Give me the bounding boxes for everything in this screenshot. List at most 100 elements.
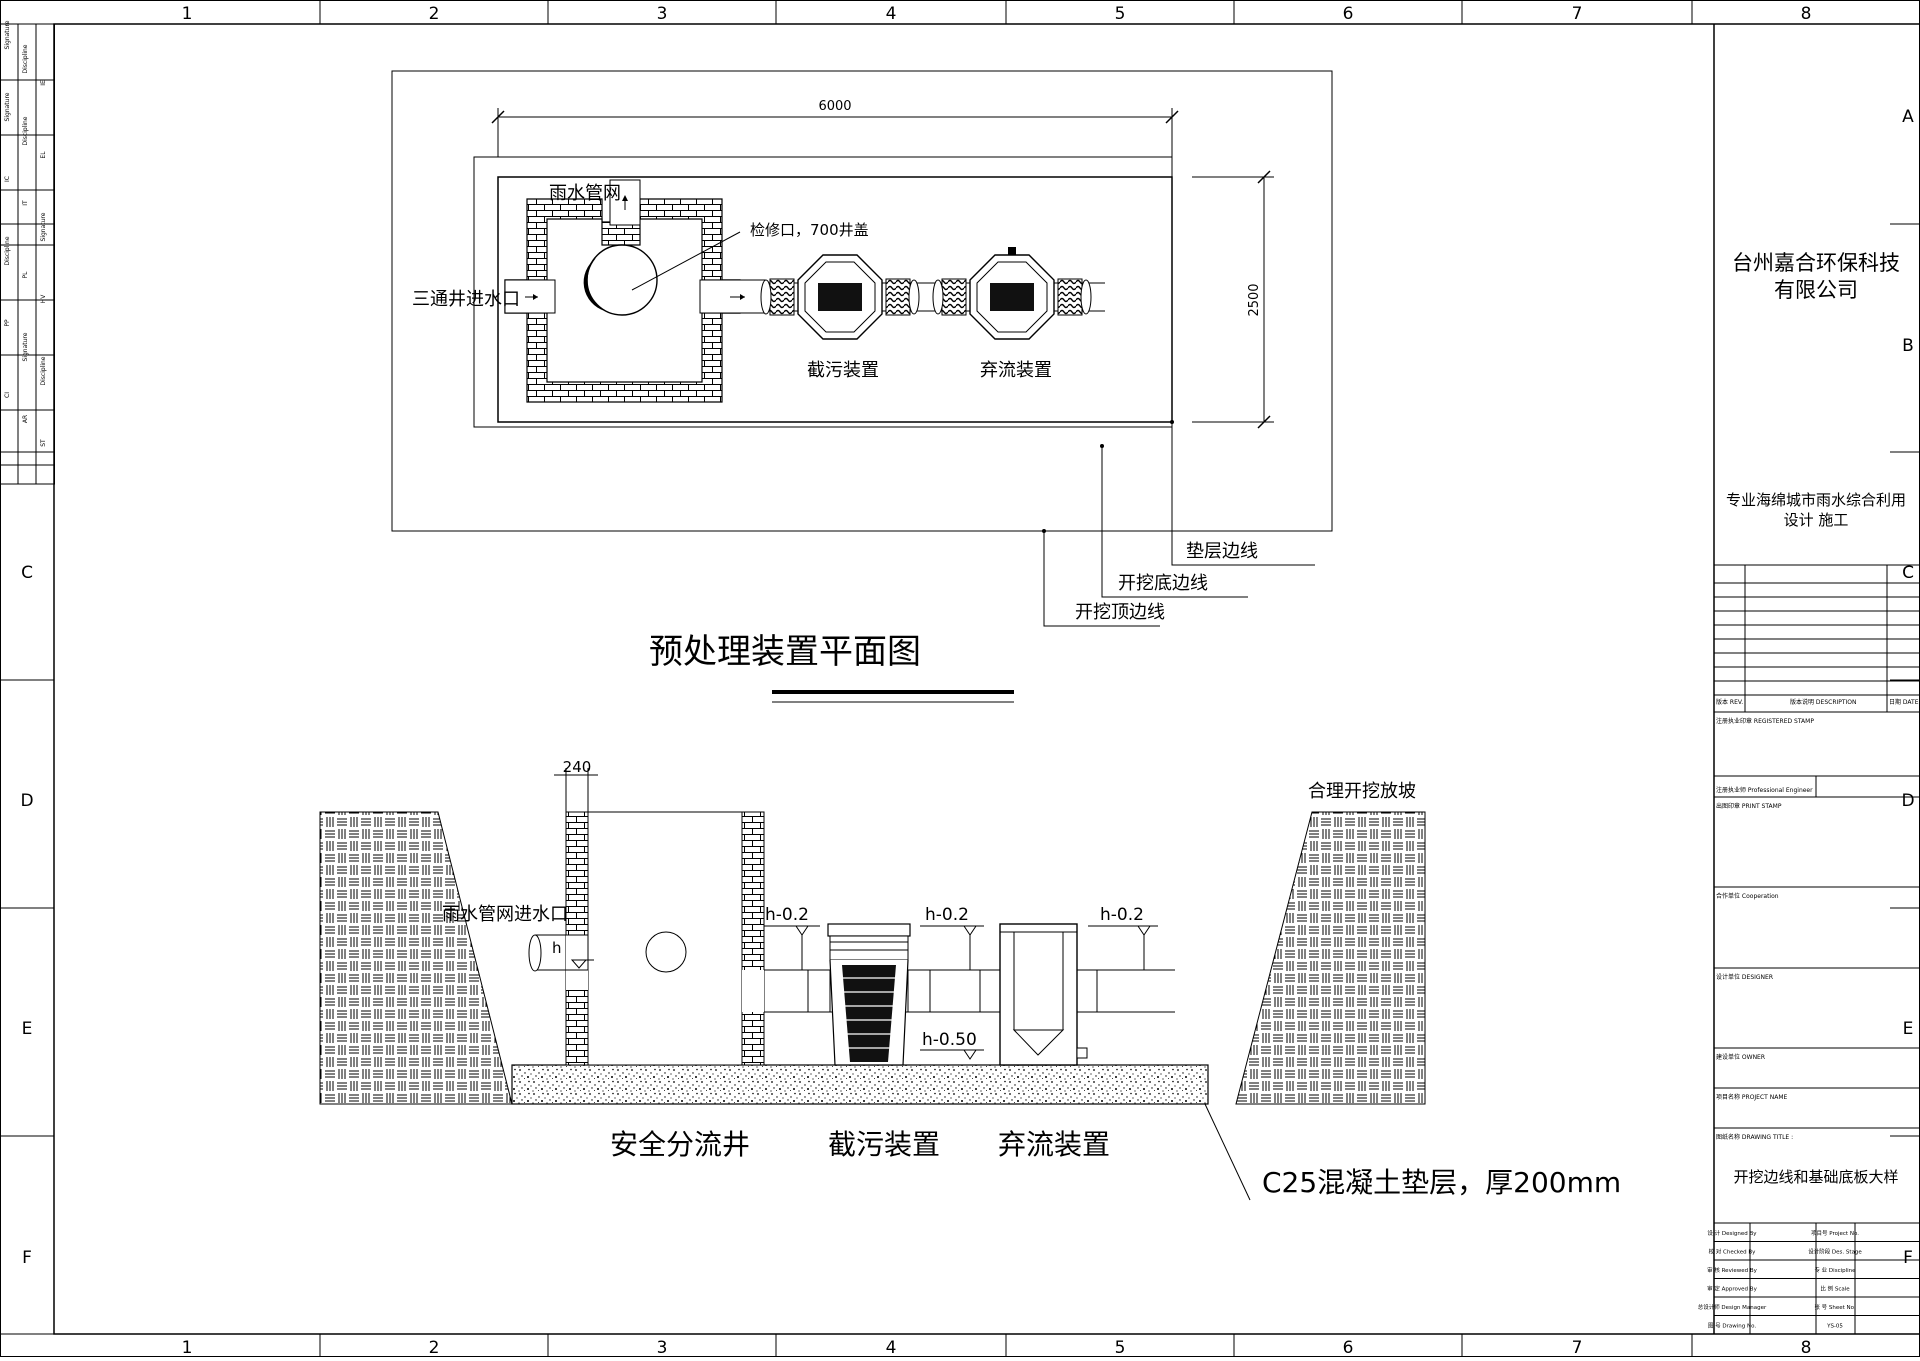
print-stamp-label: 出图印章 PRINT STAMP	[1716, 802, 1782, 810]
strip-label: IE	[40, 80, 47, 86]
strip-label: IC	[4, 176, 11, 182]
strip-label: Signature	[4, 92, 11, 121]
label-inlet-section: 雨水管网进水口	[442, 904, 568, 925]
label-well: 安全分流井	[610, 1128, 750, 1161]
strip-label: Discipline	[40, 356, 47, 385]
sign-row-left: 设 计 Designed By	[1707, 1229, 1757, 1237]
sign-row-right: YS-05	[1826, 1324, 1843, 1330]
interceptor-device-section	[808, 924, 930, 1065]
row-label-left: E	[22, 1019, 33, 1039]
sign-row-left: 总设计师 Design Manager	[1698, 1303, 1767, 1311]
designer-label: 设计单位 DESIGNER	[1716, 973, 1773, 981]
strip-label: PP	[4, 319, 11, 327]
revision-table	[1714, 565, 1920, 712]
label-h: h	[552, 939, 562, 957]
professional-engineer-label: 注册执业师 Professional Engineer	[1716, 786, 1813, 794]
sign-row-left: 图 号 Drawing No.	[1708, 1322, 1756, 1330]
sign-row-right: 专 业 Discipline	[1814, 1266, 1856, 1274]
interceptor-device-plan	[761, 255, 919, 339]
project-name-label: 项目名称 PROJECT NAME	[1716, 1093, 1788, 1101]
column-label-bottom: 6	[1343, 1338, 1354, 1357]
level-3: h-0.2	[1100, 905, 1144, 925]
cooperation-label: 合作单位 Cooperation	[1716, 892, 1779, 900]
row-label-right: E	[1903, 1019, 1914, 1039]
label-cushion-edge: 垫层边线	[1186, 541, 1258, 562]
concrete-cushion	[512, 1065, 1208, 1104]
row-label-right: B	[1902, 336, 1914, 356]
strip-label: IT	[22, 200, 29, 206]
dim-height-text: 2500	[1247, 283, 1262, 316]
column-label-bottom: 3	[657, 1338, 668, 1357]
label-interceptor-plan: 截污装置	[807, 360, 879, 381]
column-label-top: 1	[182, 4, 193, 24]
level-2: h-0.2	[925, 905, 969, 925]
column-label-bottom: 4	[886, 1338, 897, 1357]
company-name-line1: 台州嘉合环保科技	[1732, 251, 1900, 275]
slogan-line1: 专业海绵城市雨水综合利用	[1726, 491, 1906, 509]
strip-label: Discipline	[22, 116, 29, 145]
row-label-right: F	[1903, 1248, 1913, 1268]
manhole-cover	[587, 245, 657, 315]
column-label-top: 5	[1115, 4, 1126, 24]
owner-label: 建设单位 OWNER	[1716, 1053, 1765, 1061]
label-inlet: 三通井进水口	[412, 289, 520, 310]
row-label-left: D	[20, 791, 33, 811]
company-name-line2: 有限公司	[1774, 278, 1858, 302]
strip-label: Signature	[4, 20, 11, 49]
dimension-6000: 6000	[492, 99, 1178, 157]
sign-row-left: 校 对 Checked By	[1709, 1248, 1757, 1256]
row-label-right: D	[1901, 791, 1914, 811]
level-4: h-0.50	[922, 1030, 977, 1050]
three-way-well-plan	[505, 180, 765, 402]
signature-grid: 设 计 Designed By 项目号 Project No. 校 对 Checke…	[1698, 1223, 1920, 1334]
label-concrete: C25混凝土垫层，厚200mm	[1262, 1166, 1621, 1199]
plan-view: 6000 2500	[392, 71, 1332, 702]
row-label-left: C	[21, 563, 33, 583]
row-label-right: C	[1902, 563, 1914, 583]
strip-label: AR	[22, 415, 29, 423]
sign-row-right: 设计阶段 Des. Stage	[1808, 1248, 1862, 1256]
drawing-title-label: 图纸名称 DRAWING TITLE :	[1716, 1133, 1793, 1141]
edge-line-leaders	[1042, 420, 1315, 626]
row-label-left: F	[22, 1248, 32, 1268]
column-label-top: 4	[886, 4, 897, 24]
label-interceptor-section: 截污装置	[828, 1128, 940, 1161]
strip-label: Signature	[40, 212, 47, 241]
sign-row-right: 项目号 Project No.	[1811, 1230, 1859, 1237]
column-label-top: 3	[657, 4, 668, 24]
rev-description-label: 版本说明 DESCRIPTION	[1790, 698, 1857, 706]
strip-label: Discipline	[22, 44, 29, 73]
left-signature-strip: SignatureDisciplineIESignatureDiscipline…	[0, 20, 55, 484]
title-block: 台州嘉合环保科技 有限公司 专业海绵城市雨水综合利用 设计 施工 版本 REV.…	[1698, 251, 1920, 1334]
sign-row-right: 比 例 Scale	[1820, 1285, 1850, 1293]
label-rain-net: 雨水管网	[549, 183, 621, 204]
label-diverter-plan: 弃流装置	[980, 360, 1052, 381]
slogan-line2: 设计 施工	[1784, 511, 1849, 529]
rev-label: 版本 REV.	[1716, 698, 1743, 706]
section-view: 240 h h-0.2 h-0.2 h-0.2 h-0.5	[320, 758, 1621, 1200]
registered-stamp-label: 注册执业印章 REGISTERED STAMP	[1716, 717, 1814, 725]
column-label-bottom: 1	[182, 1338, 193, 1357]
strip-label: Signature	[22, 332, 29, 361]
strip-label: PL	[22, 271, 29, 279]
strip-label: ST	[40, 439, 47, 447]
column-label-bottom: 5	[1115, 1338, 1126, 1357]
label-slope: 合理开挖放坡	[1308, 781, 1416, 802]
column-label-top: 6	[1343, 4, 1354, 24]
sign-row-left: 审 定 Approved By	[1707, 1285, 1757, 1293]
column-label-top: 7	[1572, 4, 1583, 24]
dim-width-text: 6000	[818, 99, 851, 114]
column-label-top: 2	[429, 4, 440, 24]
column-label-bottom: 8	[1801, 1338, 1812, 1357]
column-label-bottom: 2	[429, 1338, 440, 1357]
label-bottom-edge: 开挖底边线	[1118, 573, 1208, 594]
drawing-title: 开挖边线和基础底板大样	[1733, 1168, 1898, 1186]
diverter-device-plan	[933, 247, 1091, 339]
dim-wall-text: 240	[563, 758, 592, 776]
strip-label: Discipline	[4, 236, 11, 265]
